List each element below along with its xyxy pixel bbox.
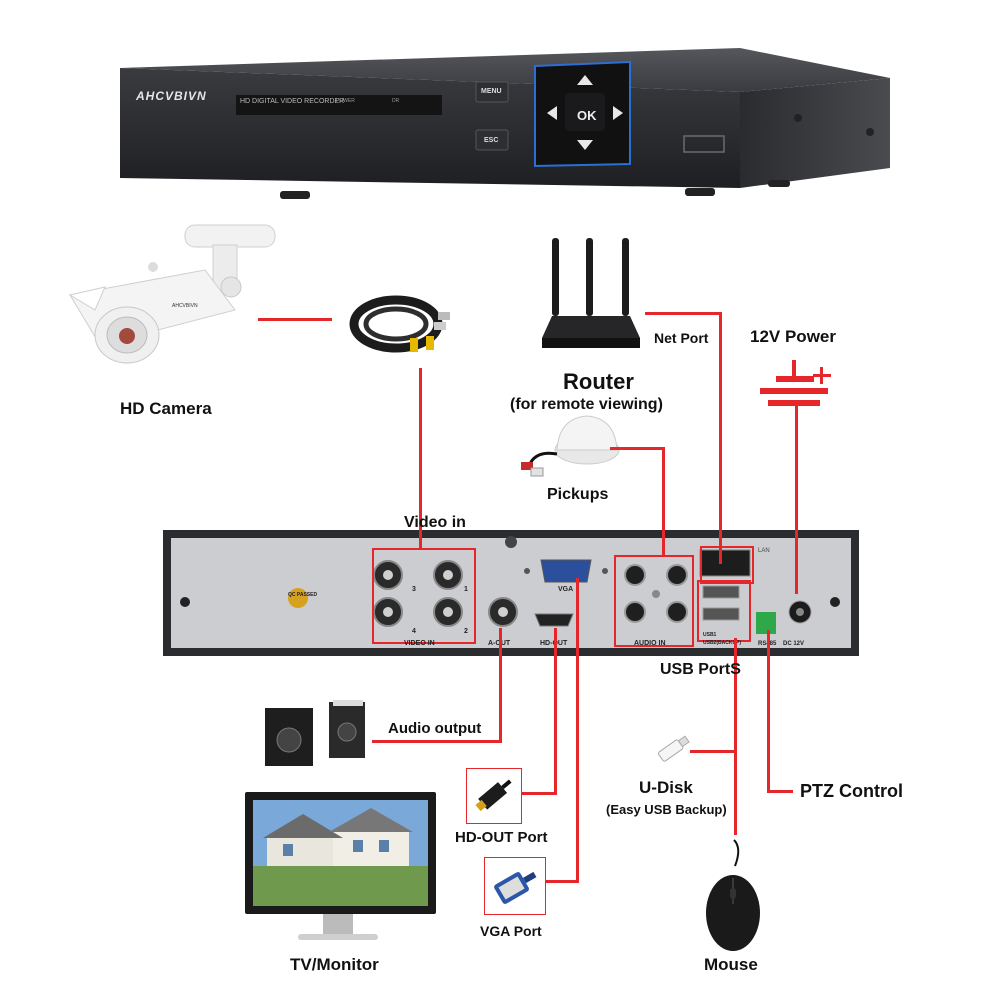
usb2-port-label: USB2(BACKUP)	[703, 640, 742, 646]
wire-vga-h	[546, 880, 579, 883]
dvr-front-unit	[120, 48, 890, 199]
dc12v-port-label: DC 12V	[783, 641, 805, 647]
video-in-label: Video in	[404, 514, 466, 531]
wire-udisk-h	[690, 750, 736, 753]
audio-in-port-label: AUDIO IN	[634, 640, 666, 647]
camera-brand-text: AHCVBIVN	[172, 303, 198, 309]
front-status-text: DR	[392, 98, 400, 104]
hd-camera-image	[68, 224, 276, 364]
router-image	[542, 238, 640, 348]
wire-router-to-lan-h	[645, 312, 720, 315]
front-model-text: HD DIGITAL VIDEO RECORDER	[240, 98, 345, 105]
router-label: Router	[563, 369, 634, 394]
front-brand-logo: AHCVBIVN	[136, 89, 207, 103]
front-power-text: POWER	[336, 98, 355, 104]
dvr-rear-panel	[163, 530, 859, 656]
u-disk-sub-label: (Easy USB Backup)	[606, 802, 727, 817]
port-number-2: 2	[464, 628, 468, 635]
port-number-1: 1	[464, 586, 468, 593]
video-in-highlight-box	[372, 548, 476, 644]
usb-ports-label: USB PortS	[660, 661, 741, 678]
usb-highlight-box	[697, 580, 751, 642]
lan-highlight-box	[700, 546, 754, 584]
audio-output-label: Audio output	[388, 720, 482, 737]
esc-button[interactable]: ESC	[484, 137, 499, 144]
hd-out-port-caption: HD-OUT Port	[455, 829, 548, 846]
video-in-port-label: VIDEO IN	[404, 640, 435, 647]
vga-cable-image	[484, 857, 546, 915]
power-12v-label: 12V Power	[750, 327, 836, 346]
wire-camera-to-cable	[258, 318, 332, 321]
port-number-4: 4	[412, 628, 416, 635]
ok-button[interactable]: OK	[577, 108, 597, 123]
mouse-image	[706, 839, 760, 951]
hd-out-port-label: HD-OUT	[540, 640, 567, 647]
wire-power-to-dc	[795, 406, 798, 594]
router-sub-label: (for remote viewing)	[510, 396, 663, 413]
wire-hdmi-v	[554, 628, 557, 794]
wire-cable-to-video-in	[419, 368, 422, 548]
port-number-3: 3	[412, 586, 416, 593]
hdmi-cable-image	[466, 768, 522, 824]
pickups-label: Pickups	[547, 486, 609, 503]
ptz-control-label: PTZ Control	[800, 781, 903, 801]
pickup-microphone-image	[521, 415, 620, 477]
qc-badge: QC PASSED	[288, 592, 318, 598]
usb-disk-image	[657, 735, 690, 762]
mouse-label: Mouse	[704, 955, 758, 974]
vga-port-caption: VGA Port	[480, 923, 542, 939]
tv-monitor-label: TV/Monitor	[290, 955, 379, 974]
wire-aout-v	[499, 628, 502, 741]
usb1-port-label: USB1	[703, 632, 717, 638]
menu-button[interactable]: MENU	[481, 88, 502, 95]
wire-vga-v	[576, 578, 579, 882]
wire-pickup-v	[662, 447, 665, 555]
u-disk-label: U-Disk	[639, 778, 693, 797]
wire-usb-v	[734, 638, 737, 835]
hd-camera-label: HD Camera	[120, 399, 212, 418]
vga-port-label: VGA	[558, 586, 574, 593]
wire-aout-h	[372, 740, 502, 743]
net-port-label: Net Port	[654, 330, 709, 346]
wire-ptz-v	[767, 630, 770, 793]
lan-port-label: LAN	[758, 548, 770, 554]
speakers-image	[265, 700, 365, 766]
power-supply-symbol	[760, 360, 831, 406]
tv-monitor-image	[245, 792, 436, 940]
wire-ptz-h	[767, 790, 793, 793]
wire-hdmi-h	[522, 792, 557, 795]
bnc-cable-coil-image	[349, 295, 450, 353]
audio-in-highlight-box	[614, 555, 694, 647]
wire-router-to-lan-v	[719, 312, 722, 564]
wire-pickup-h	[610, 447, 665, 450]
